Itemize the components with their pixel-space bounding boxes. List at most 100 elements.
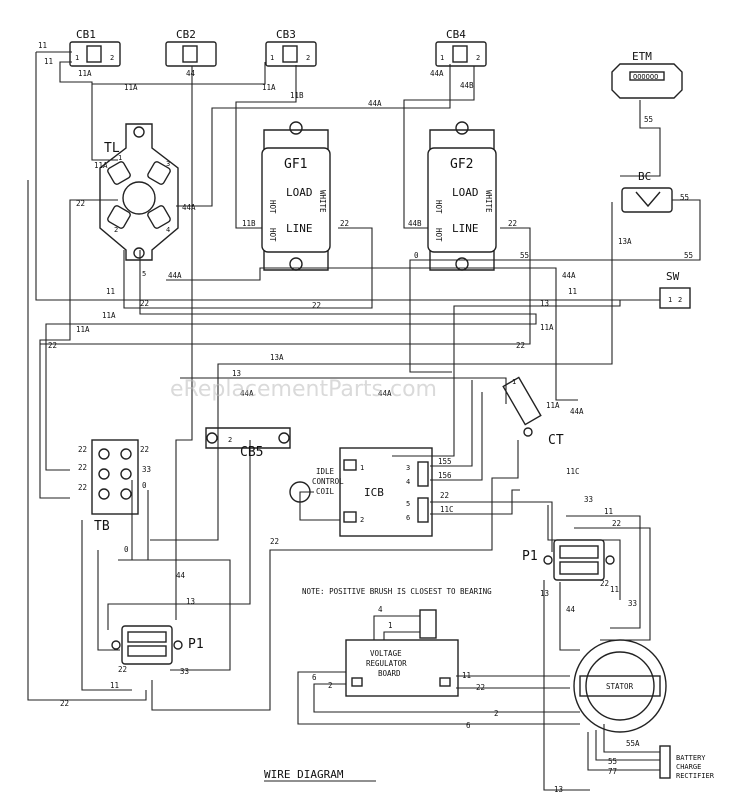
lbl-11-r2: 11 [610,585,619,594]
lbl-22-gf1: 22 [340,219,349,228]
lbl-0-tb: 0 [142,481,147,490]
wire-0-tb [118,490,149,561]
wire-44a-cb4 [176,64,451,207]
gf2-label: GF2 [450,157,473,172]
lbl-44a-f: 44A [378,389,392,398]
lbl-13a-bc: 13A [618,237,632,246]
lbl-11-b: 11 [44,57,53,66]
wire-2-vr [313,683,580,713]
lbl-44a-tl: 44A [182,203,196,212]
gf1-label: GF1 [284,157,307,172]
sw-t1: 1 [668,296,672,304]
lbl-11-c: 11 [106,287,115,296]
idle-control-coil: IDLE CONTROL COIL [289,467,344,503]
lbl-22-tb2: 22 [140,445,149,454]
gf1-hot-load: HOT [268,200,277,214]
wire-22-p1r [574,527,651,641]
lbl-11-a: 11 [38,41,47,50]
wire-13a-bc [150,202,613,541]
lbl-11-p1: 11 [110,681,119,690]
wire-4-vr [373,615,420,640]
lbl-11-vr: 11 [462,671,471,680]
lbl-22-p1: 22 [118,665,127,674]
sw-label: SW [666,270,680,283]
lbl-0-gf2: 0 [414,251,419,260]
lbl-155: 155 [438,457,452,466]
gf2-line: LINE [452,222,479,235]
cb5-label: CB5 [240,445,263,460]
wire-11c [151,440,519,711]
rectifier-line3: RECTIFIER [676,772,715,780]
lbl-11a-g: 11A [546,401,560,410]
ct-label: CT [548,433,564,448]
tl-label: TL [104,141,120,156]
lbl-11b: 11B [290,91,304,100]
lbl-55-mid: 55 [520,251,529,260]
sw-t2: 2 [678,296,682,304]
lbl-22-e: 22 [48,341,57,350]
lbl-44a-d: 44A [562,271,576,280]
wire-22-icb [430,501,553,552]
p1-right-connector: P1 [522,539,615,581]
icb-label: ICB [364,486,384,499]
wire-55-etm [620,100,661,177]
icb-t5: 5 [406,500,410,508]
gf1-receptacle: GF1 LOAD LINE HOT HOT WHITE [261,121,331,271]
gf2-load: LOAD [452,186,479,199]
wire-22-p1 [131,480,231,671]
wire-22-tl [39,199,118,499]
lbl-33-tb: 33 [142,465,151,474]
lbl-22-h: 22 [60,699,69,708]
lbl-22-g: 22 [270,537,279,546]
cb4-label: CB4 [446,28,466,41]
lbl-33-p1: 33 [180,667,189,676]
cb3-t2: 2 [306,54,310,62]
wire-13-ct [180,377,507,404]
cb1-t1: 1 [75,54,79,62]
lbl-11a-e: 11A [76,325,90,334]
lbl-22-vr: 22 [476,683,485,692]
gf2-hot-line: HOT [434,228,443,242]
cb3-t1: 1 [270,54,274,62]
bc-wire-55: 55 [680,193,689,202]
lbl-6-bottom: 6 [466,721,471,730]
lbl-11a-a: 11A [78,69,92,78]
lbl-13a-b: 13A [270,353,284,362]
lbl-44-r: 44 [566,605,576,614]
cb1-label: CB1 [76,28,96,41]
lbl-13-a: 13 [540,299,549,308]
lbl-11c-ct: 11C [566,467,580,476]
lbl-4-vr: 4 [378,605,383,614]
cb3-label: CB3 [276,28,296,41]
wire-11-p1r [566,515,641,629]
lbl-22-d: 22 [312,301,321,310]
wires [27,51,701,791]
p1-left-connector: P1 [111,625,204,665]
lbl-6-vr: 6 [312,673,317,682]
wire-13-sw [392,299,660,457]
lbl-22-gf2: 22 [508,219,517,228]
lbl-11c-icb: 11C [440,505,454,514]
lbl-2-vr: 2 [328,681,333,690]
diagram-note: NOTE: POSITIVE BRUSH IS CLOSEST TO BEARI… [302,587,492,596]
wire-77 [587,732,660,771]
lbl-13-bottom: 13 [554,785,563,794]
wire-labels: 11 11 11A 11A 44 11A 11B 44A 44A 44B 55 … [38,41,693,794]
wire-156 [430,392,483,481]
lbl-22-c: 22 [140,299,149,308]
lbl-11a-tl: 11A [94,161,108,170]
lbl-44b-a: 44B [460,81,474,90]
wire-55-bc [409,199,701,373]
tb-label: TB [94,519,110,534]
icb-t4: 4 [406,478,410,486]
wire-13-stator [543,580,590,791]
cb2-label: CB2 [176,28,196,41]
icb-board: ICB 1 2 3 4 5 6 [339,447,433,537]
stator-label: STATOR [606,682,634,691]
wire-44a-tl [166,267,578,401]
lbl-77: 77 [608,767,617,776]
lbl-55-bc: 55 [684,251,693,260]
lbl-11b-gf1: 11B [242,219,256,228]
wire-55a [603,724,660,753]
